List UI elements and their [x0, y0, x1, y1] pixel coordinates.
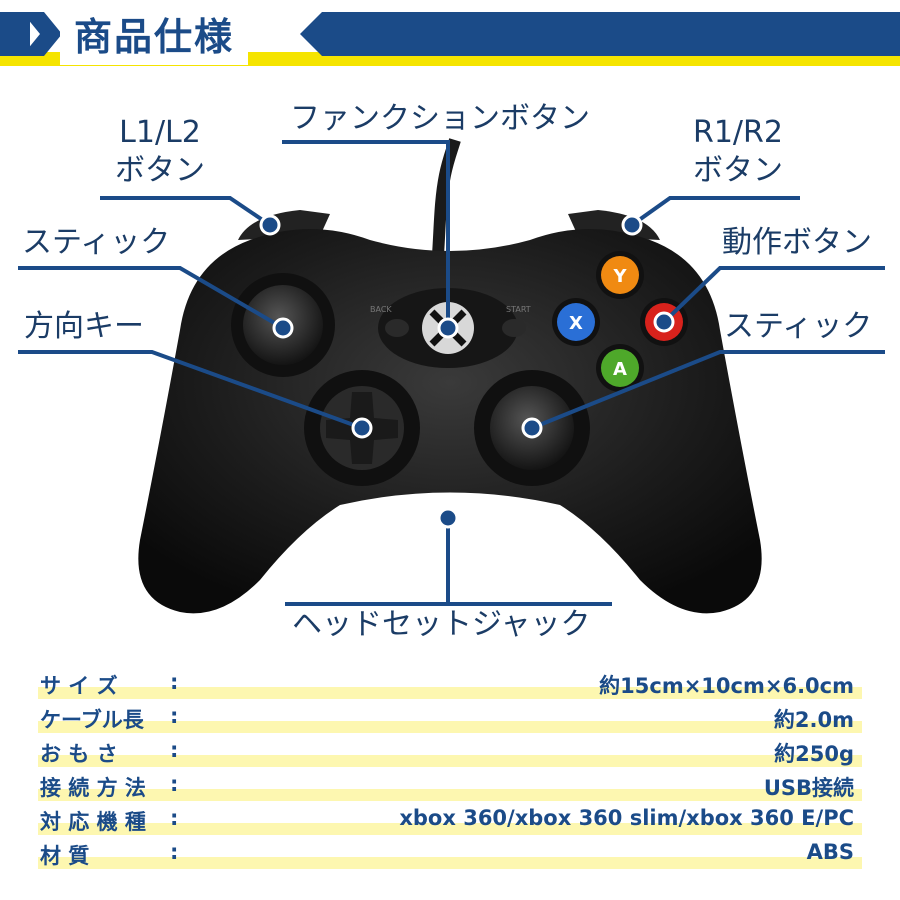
label-r-buttons-line2: ボタン [693, 153, 783, 188]
start-button [502, 319, 526, 337]
spec-colon: : [170, 806, 179, 830]
spec-key: お も さ [40, 742, 118, 766]
controller-illustration: BACK START Y X B A [18, 138, 885, 614]
spec-colon: : [170, 840, 179, 864]
spec-row: サ イ ズ: 約15cm×10cm×6.0cm [38, 668, 862, 702]
spec-key: ケーブル長 [40, 708, 144, 732]
back-label: BACK [370, 305, 392, 314]
back-button [385, 319, 409, 337]
spec-key: 対 応 機 種 [40, 810, 146, 834]
product-diagram: BACK START Y X B A [0, 80, 900, 660]
label-headset-jack: ヘッドセットジャック [292, 607, 591, 642]
label-l-buttons-line2: ボタン [115, 153, 205, 188]
a-button-letter: A [613, 359, 627, 380]
spec-table: サ イ ズ: 約15cm×10cm×6.0cm ケーブル長: 約2.0m お も さ… [38, 668, 862, 872]
cable [432, 138, 461, 256]
y-button [601, 256, 639, 294]
spec-colon: : [170, 772, 179, 796]
spec-key: 材 質 [40, 844, 90, 868]
label-r-buttons-line1: R1/R2 [693, 115, 783, 150]
y-button-letter: Y [612, 266, 627, 287]
start-label: START [506, 305, 531, 314]
spec-value: xbox 360/xbox 360 slim/xbox 360 E/PC [399, 806, 854, 830]
callout-lines [18, 140, 885, 606]
spec-row: 材 質: ABS [38, 838, 862, 872]
spec-row: ケーブル長: 約2.0m [38, 702, 862, 736]
header-banner: 商品仕様 [0, 0, 900, 80]
callout-dots [259, 214, 675, 529]
spec-value: USB接続 [763, 776, 854, 800]
controller-body [138, 229, 762, 614]
spec-key: サ イ ズ [40, 674, 118, 698]
spec-row: お も さ: 約250g [38, 736, 862, 770]
spec-colon: : [170, 738, 179, 762]
spec-row: 接 続 方 法: USB接続 [38, 770, 862, 804]
label-function-button: ファンクションボタン [290, 101, 590, 136]
x-button-letter: X [569, 313, 583, 334]
x-button [557, 303, 595, 341]
spec-colon: : [170, 670, 179, 694]
spec-colon: : [170, 704, 179, 728]
spec-value: 約250g [774, 742, 854, 766]
label-l-buttons-line1: L1/L2 [119, 115, 201, 150]
spec-value: 約15cm×10cm×6.0cm [599, 674, 854, 698]
label-dpad: 方向キー [24, 309, 144, 344]
spec-value: 約2.0m [773, 708, 854, 732]
label-left-stick: スティック [22, 225, 171, 260]
label-right-stick: スティック [724, 309, 873, 344]
spec-row: 対 応 機 種: xbox 360/xbox 360 slim/xbox 360 … [38, 804, 862, 838]
spec-key: 接 続 方 法 [40, 776, 146, 800]
page-title: 商品仕様 [60, 10, 249, 65]
a-button [601, 349, 639, 387]
label-action-buttons: 動作ボタン [722, 225, 872, 260]
spec-value: ABS [806, 840, 854, 864]
